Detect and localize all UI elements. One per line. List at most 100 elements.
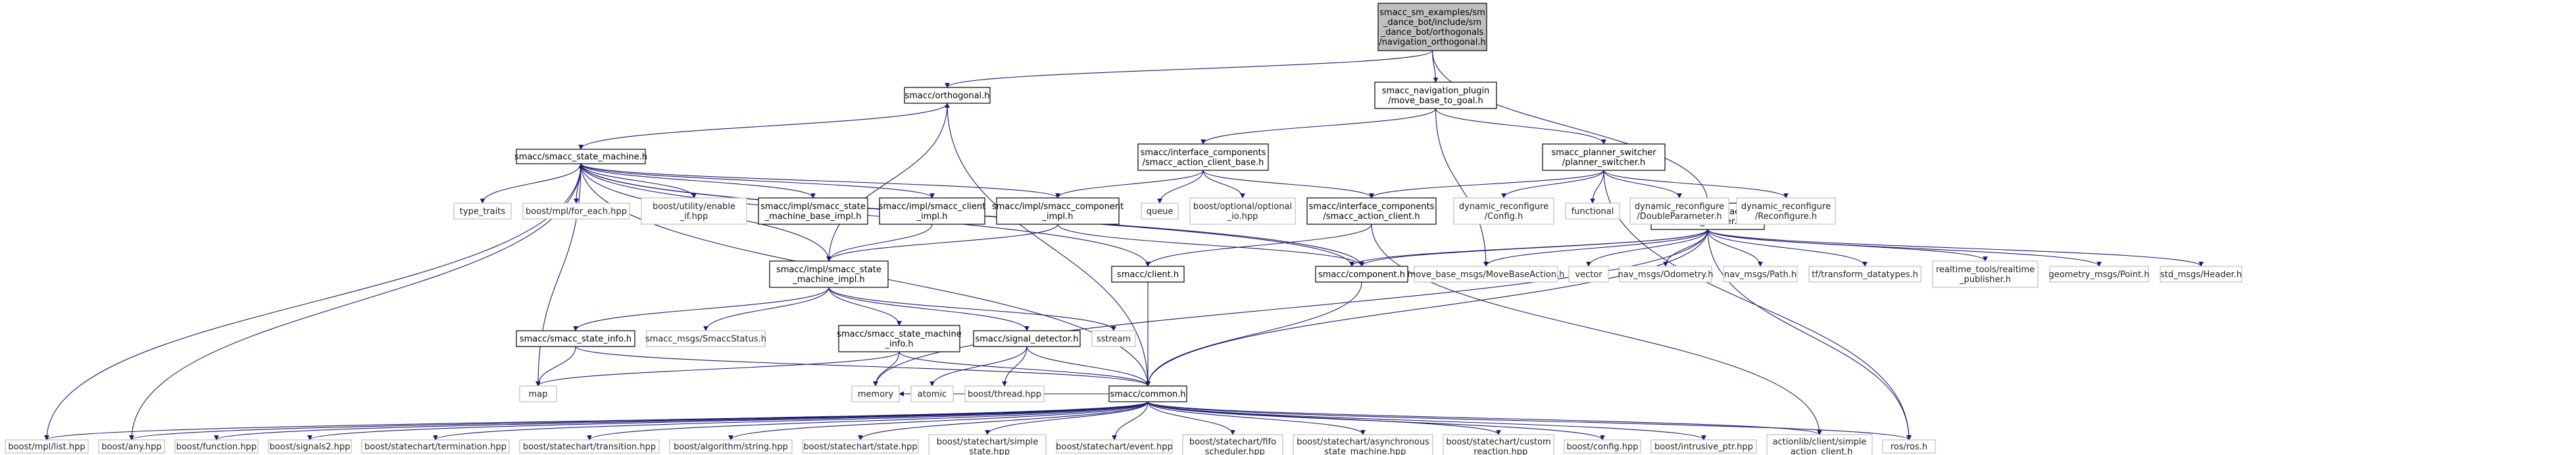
edge-state_info-to-map — [535, 346, 576, 387]
edge-planner_switcher-to-dr_config — [1501, 170, 1604, 199]
node-label-line: boost/statechart/event.hpp — [1056, 443, 1172, 452]
node-box — [1766, 434, 1873, 455]
node-box — [1137, 143, 1269, 171]
node-box — [1374, 82, 1497, 109]
node-label-line: dynamic_reconfigure — [1741, 202, 1831, 212]
node-planner_switcher[interactable]: smacc_planner_switcher/planner_switcher.… — [1542, 143, 1666, 171]
edge-common-to-sc_custom — [1147, 401, 1501, 435]
node-client_impl[interactable]: smacc/impl/smacc_client_impl.h — [879, 197, 986, 225]
node-label-line: boost/utility/enable — [653, 202, 735, 212]
node-navplugin[interactable]: smacc_navigation_plugin/move_base_to_goa… — [1374, 82, 1497, 109]
node-algo_string: boost/algorithm/string.hpp — [669, 439, 793, 454]
edge-odomtracker-to-tf_datatypes — [1707, 229, 1868, 267]
edge-sm_info-to-common — [899, 351, 1151, 387]
node-box — [973, 330, 1081, 347]
node-box — [1650, 439, 1757, 454]
node-label-line: boost/intrusive_ptr.hpp — [1654, 443, 1753, 452]
edge-common-to-sc_event — [1112, 401, 1149, 441]
node-label-line: boost/mpl/list.hpp — [8, 443, 85, 452]
node-dr_config: dynamic_reconfigure/Config.h — [1453, 197, 1554, 225]
node-box — [1141, 203, 1179, 220]
node-memory: memory — [851, 385, 900, 402]
node-box — [519, 385, 557, 402]
edge-sm_info-to-map — [535, 351, 900, 387]
node-label-line: _state.hpp — [964, 447, 1010, 455]
node-label-line: boost/statechart/termination.hpp — [364, 443, 507, 452]
node-label-line: boost/statechart/state.hpp — [803, 443, 917, 452]
node-root[interactable]: smacc_sm_examples/sm_dance_bot/include/s… — [1377, 3, 1487, 51]
node-sm_info[interactable]: smacc/smacc_state_machine_info.h — [837, 325, 962, 352]
node-label-line: smacc/signal_detector.h — [975, 335, 1078, 345]
edge-common-to-sc_termination — [433, 401, 1149, 441]
node-label-line: smacc_msgs/SmaccStatus.h — [645, 335, 766, 345]
node-box — [758, 197, 868, 225]
edge-iface_client_base-to-optional_io — [1202, 170, 1245, 199]
node-boost_function: boost/function.hpp — [174, 439, 259, 454]
node-label-line: boost/statechart/fifo — [1189, 437, 1276, 447]
node-box — [1736, 197, 1836, 225]
node-label-line: _machine_impl.h — [792, 275, 864, 285]
edge-common-to-simple_action_client — [1147, 401, 1822, 435]
node-iface_action_client[interactable]: smacc/interface_components/smacc_action_… — [1306, 197, 1437, 225]
node-box — [2160, 266, 2242, 283]
node-label-line: _impl.h — [916, 212, 947, 222]
node-signal_detector[interactable]: smacc/signal_detector.h — [973, 330, 1081, 347]
edge-odomtracker-to-point — [1707, 229, 2102, 267]
node-label-line: nav_msgs/Odometry.h — [1618, 270, 1714, 280]
node-label-line: smacc/smacc_state_machine — [837, 329, 962, 339]
node-sm_base_impl[interactable]: smacc/impl/smacc_state_machine_base_impl… — [758, 197, 868, 225]
node-box — [98, 439, 165, 454]
edge-sm-to-component_impl — [580, 163, 1060, 199]
edge-sm_impl-to-sstream — [828, 287, 1116, 331]
node-label-line: smacc/impl/smacc_state — [760, 202, 866, 212]
edge-sm_impl-to-state_info — [573, 287, 830, 331]
node-header: std_msgs/Header.h — [2160, 266, 2242, 283]
node-label-line: _if.hpp — [680, 212, 708, 222]
node-label-line: _dance_bot/orthogonals — [1381, 28, 1484, 37]
node-box — [996, 197, 1120, 225]
node-box — [1808, 266, 1921, 283]
node-label-line: _io.hpp — [1227, 212, 1258, 222]
node-box — [928, 434, 1047, 455]
node-component_impl[interactable]: smacc/impl/smacc_component_impl.h — [992, 197, 1124, 225]
node-label-line: boost/mpl/for_each.hpp — [526, 207, 627, 217]
edge-common-to-mpl_list — [44, 401, 1149, 441]
edge-common-to-boost_function — [214, 401, 1149, 441]
node-component[interactable]: smacc/component.h — [1315, 266, 1408, 283]
node-label-line: tf/transform_datatypes.h — [1812, 270, 1918, 280]
node-box — [1108, 385, 1187, 402]
node-label-line: map — [529, 390, 548, 400]
node-label-line: realtime_tools/realtime — [1936, 265, 2035, 275]
node-box — [1315, 266, 1408, 283]
edge-iface_action_client-to-simple_action_client — [1371, 224, 1822, 435]
node-rt_publisher: realtime_tools/realtime_publisher.h — [1932, 260, 2039, 288]
edge-common-to-boost_any — [129, 401, 1149, 441]
node-enable_if: boost/utility/enable_if.hpp — [641, 197, 747, 225]
node-sm_impl[interactable]: smacc/impl/smacc_state_machine_impl.h — [769, 260, 889, 288]
node-label-line: boost/any.hpp — [101, 443, 161, 452]
node-box — [1443, 434, 1554, 455]
edge-client_impl-to-sm_impl — [826, 224, 933, 262]
node-state_info[interactable]: smacc/smacc_state_info.h — [516, 330, 635, 347]
node-orthogonal[interactable]: smacc/orthogonal.h — [904, 87, 991, 104]
node-iface_client_base[interactable]: smacc/interface_components/smacc_action_… — [1137, 143, 1269, 171]
node-box — [851, 385, 900, 402]
node-box — [1568, 266, 1609, 283]
node-box — [1629, 197, 1729, 225]
node-optional_io: boost/optional/optional_io.hpp — [1189, 197, 1296, 225]
node-box — [1932, 260, 2039, 288]
node-box — [361, 439, 510, 454]
node-box — [1619, 266, 1712, 283]
node-label-line: nav_msgs/Path.h — [1724, 270, 1796, 280]
edge-planner_switcher-to-iface_action_client — [1369, 170, 1604, 199]
node-common[interactable]: smacc/common.h — [1108, 385, 1187, 402]
node-client[interactable]: smacc/client.h — [1111, 266, 1185, 283]
node-box — [1306, 197, 1437, 225]
node-simple_action_client: actionlib/client/simple_action_client.h — [1766, 434, 1873, 455]
node-vector: vector — [1568, 266, 1609, 283]
edge-odomtracker-to-path — [1707, 229, 1763, 267]
node-sm[interactable]: smacc/smacc_state_machine.h — [514, 149, 647, 164]
node-label-line: smacc_sm_examples/sm — [1379, 8, 1485, 18]
node-queue: queue — [1141, 203, 1179, 220]
edge-odomtracker-to-ros — [1707, 229, 1912, 441]
